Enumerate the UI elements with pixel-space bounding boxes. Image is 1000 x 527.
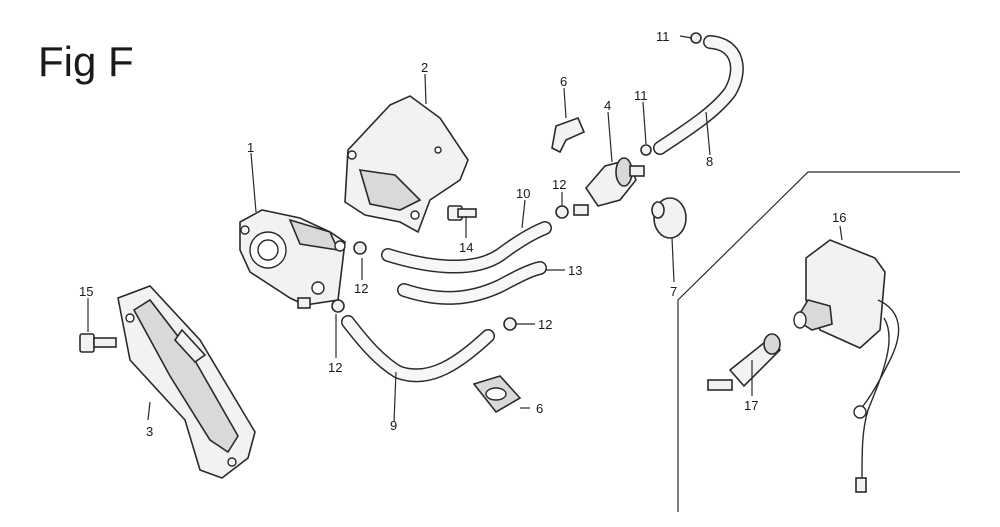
fuel-hose-13[interactable] (397, 261, 547, 305)
callout-16: 16 (832, 210, 846, 225)
callout-6-top: 6 (560, 74, 567, 89)
bracket-plate[interactable] (117, 285, 256, 479)
clip-11-a[interactable] (690, 32, 702, 44)
fuel-filter[interactable] (573, 157, 645, 216)
callout-8: 8 (706, 154, 713, 169)
callout-14: 14 (459, 240, 473, 255)
pump-cover[interactable] (344, 95, 469, 234)
hose-clamp-7[interactable] (651, 197, 687, 239)
callout-1: 1 (247, 140, 254, 155)
callout-9: 9 (390, 418, 397, 433)
clip-11-b[interactable] (640, 144, 652, 156)
leader-lines (87, 35, 843, 423)
callout-12-d: 12 (538, 317, 552, 332)
callout-11-mid: 11 (634, 88, 648, 103)
callout-7: 7 (670, 284, 677, 299)
callout-12-b: 12 (354, 281, 368, 296)
clip-12-a[interactable] (555, 205, 569, 219)
clip-12-c[interactable] (331, 299, 345, 313)
bolt-14[interactable] (447, 205, 477, 221)
spark-plug-cap[interactable] (707, 333, 782, 391)
clip-12-b[interactable] (353, 241, 367, 255)
fuel-pump[interactable] (239, 209, 346, 309)
callout-13: 13 (568, 263, 582, 278)
callout-2: 2 (421, 60, 428, 75)
fuel-hose-9[interactable] (341, 315, 495, 383)
callout-10: 10 (516, 186, 530, 201)
section-divider (677, 171, 960, 512)
callout-11-top: 11 (656, 29, 670, 44)
clip-12-d[interactable] (503, 317, 517, 331)
callout-4: 4 (604, 98, 611, 113)
bolt-15[interactable] (79, 333, 117, 353)
fuel-hose-10[interactable] (381, 221, 552, 274)
callout-3: 3 (146, 424, 153, 439)
callout-12-a: 12 (552, 177, 566, 192)
clip-6-top[interactable] (551, 116, 586, 154)
callout-12-c: 12 (328, 360, 342, 375)
grommet-6-bottom[interactable] (472, 375, 522, 414)
callout-17: 17 (744, 398, 758, 413)
fuel-hose-8[interactable] (653, 35, 744, 155)
figure-title: Fig F (38, 38, 134, 85)
ignition-coil[interactable] (793, 239, 900, 493)
callout-6-bottom: 6 (536, 401, 543, 416)
callout-15: 15 (79, 284, 93, 299)
